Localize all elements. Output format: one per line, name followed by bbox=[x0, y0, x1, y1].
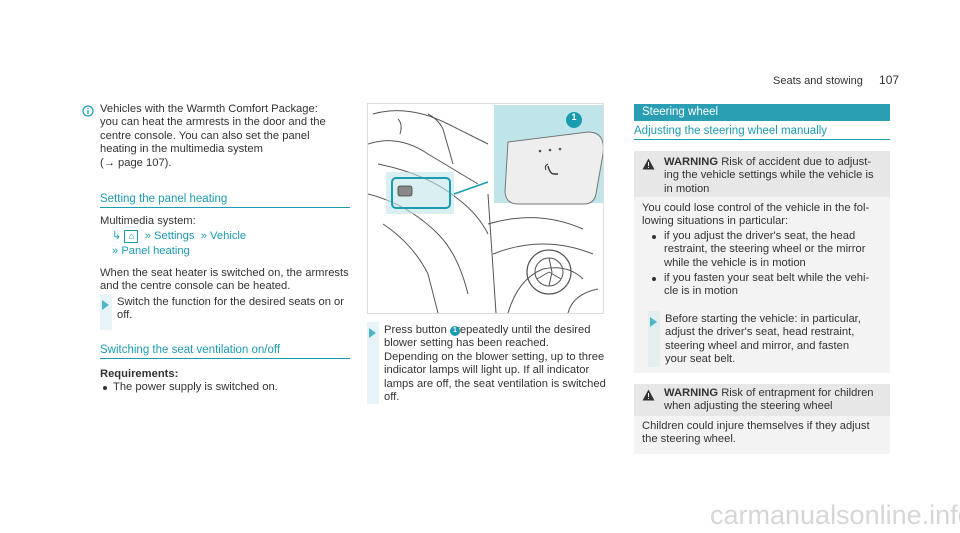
section-banner: Steering wheel bbox=[634, 104, 890, 121]
step-line: Depending on the blower setting, up to t… bbox=[384, 350, 605, 363]
bullet bbox=[652, 235, 656, 239]
intro-line: Vehicles with the Warmth Comfort Package… bbox=[100, 103, 318, 115]
watermark: carmanualsonline.info bbox=[710, 500, 960, 530]
warning-label: WARNING bbox=[664, 387, 719, 399]
warning-headline-line: WARNING Risk of entrapment for children bbox=[664, 387, 874, 400]
section-heading-steering: Adjusting the steering wheel manually bbox=[634, 125, 890, 140]
figure-callout-badge: 1 bbox=[571, 112, 577, 122]
chevron-right-icon: » bbox=[197, 230, 207, 242]
body-line: You could lose control of the vehicle in… bbox=[642, 202, 870, 214]
warning-headline: WARNING Risk of entrapment for children … bbox=[664, 387, 874, 414]
intro-line: you can heat the armrests in the door an… bbox=[100, 116, 326, 129]
figure-illustration bbox=[368, 105, 603, 313]
intro-text: Vehicles with the Warmth Comfort Package… bbox=[100, 103, 350, 170]
step-line: Switch the function for the desired seat… bbox=[117, 296, 344, 308]
step-line: Before starting the vehicle: in particul… bbox=[665, 313, 861, 325]
step-line: lamps are off, the seat ventilation is s… bbox=[384, 377, 606, 390]
step-bar bbox=[367, 322, 379, 404]
step-line: blower setting has been reached. bbox=[384, 337, 549, 350]
home-icon: ⌂ bbox=[124, 230, 139, 243]
warning-headline: WARNING Risk of accident due to adjust- … bbox=[664, 156, 874, 196]
bullet-line: if you fasten your seat belt while the v… bbox=[664, 272, 870, 284]
requirement-item: The power supply is switched on. bbox=[113, 381, 278, 393]
section-heading-ventilation: Switching the seat ventilation on/off bbox=[100, 344, 350, 359]
step-line: off. bbox=[117, 309, 133, 322]
body-line: lowing situations in particular: bbox=[642, 215, 789, 228]
step-line: adjust the driver's seat, head restraint… bbox=[665, 326, 855, 339]
nav-vehicle[interactable]: Vehicle bbox=[210, 230, 247, 242]
bullet-line: while the vehicle is in motion bbox=[664, 256, 806, 269]
multimedia-system-label: Multimedia system: bbox=[100, 215, 196, 227]
step-line: Press button repeatedly until the desire… bbox=[384, 324, 606, 337]
step-line: indicator lamps will light up. If all in… bbox=[384, 364, 590, 377]
door-panel-figure: 1 bbox=[367, 103, 604, 314]
warning-triangle-icon bbox=[642, 388, 655, 406]
warning-step: Before starting the vehicle: in particul… bbox=[665, 313, 861, 367]
step-line: your seat belt. bbox=[665, 353, 736, 366]
ventilation-step: Press button repeatedly until the desire… bbox=[384, 324, 606, 404]
warning-bullet-item: if you fasten your seat belt while the v… bbox=[664, 272, 869, 299]
intro-line: centre console. You can also set the pan… bbox=[100, 129, 310, 142]
nav-path: ↳ ⌂ » Settings » Vehicle bbox=[112, 230, 246, 243]
nav-panel-heating[interactable]: Panel heating bbox=[121, 245, 190, 257]
section-title: Seats and stowing bbox=[773, 75, 863, 87]
description-line: and the centre console can be heated. bbox=[100, 280, 291, 293]
warning-box-accident: WARNING Risk of accident due to adjust- … bbox=[634, 151, 890, 373]
return-arrow-icon: ↳ bbox=[112, 230, 122, 242]
panel-heating-step: Switch the function for the desired seat… bbox=[117, 296, 344, 323]
intro-line: heating in the multimedia system bbox=[100, 143, 263, 156]
page-reference-link[interactable]: (→ page 107). bbox=[100, 156, 172, 169]
description-line: When the seat heater is switched on, the… bbox=[100, 267, 349, 279]
bullet bbox=[103, 386, 107, 390]
warning-headline-line: WARNING Risk of accident due to adjust- bbox=[664, 156, 874, 169]
nav-path-2: » Panel heating bbox=[112, 245, 190, 258]
bullet-line: restraint, the steering wheel or the mir… bbox=[664, 243, 866, 256]
warning-header bbox=[634, 151, 890, 197]
banner-title: Steering wheel bbox=[642, 106, 719, 118]
step-arrow-icon bbox=[650, 314, 657, 332]
body-line: the steering wheel. bbox=[642, 433, 736, 446]
bullet bbox=[652, 277, 656, 281]
step-text: Press button repeatedly until the desire… bbox=[384, 324, 591, 336]
warning-headline-line: when adjusting the steering wheel bbox=[664, 400, 833, 413]
warning-headline-line: in motion bbox=[664, 182, 710, 195]
bullet-line: cle is in motion bbox=[664, 285, 738, 298]
warning-bullet-item: if you adjust the driver's seat, the hea… bbox=[664, 230, 865, 270]
warning-text: Risk of accident due to adjust- bbox=[721, 156, 872, 168]
running-header: Seats and stowing 107 bbox=[773, 73, 900, 88]
requirements-label: Requirements: bbox=[100, 368, 179, 380]
section-heading-panel-heating: Setting the panel heating bbox=[100, 193, 350, 208]
panel-heating-description: When the seat heater is switched on, the… bbox=[100, 267, 349, 294]
bullet-line: if you adjust the driver's seat, the hea… bbox=[664, 230, 856, 242]
step-line: steering wheel and mirror, and fasten bbox=[665, 339, 850, 352]
warning-body: You could lose control of the vehicle in… bbox=[642, 202, 869, 229]
nav-settings[interactable]: Settings bbox=[154, 230, 195, 242]
warning-headline-line: ing the vehicle settings while the vehic… bbox=[664, 169, 874, 182]
body-line: Children could injure themselves if they… bbox=[642, 420, 870, 432]
step-arrow-icon bbox=[102, 297, 109, 315]
warning-label: WARNING bbox=[664, 156, 719, 168]
warning-body: Children could injure themselves if they… bbox=[642, 420, 870, 447]
warning-triangle-icon bbox=[642, 157, 655, 175]
step-arrow-icon bbox=[369, 325, 376, 343]
step-line: off. bbox=[384, 391, 400, 404]
button-1-badge: 1 bbox=[450, 326, 460, 336]
warning-text: Risk of entrapment for children bbox=[721, 387, 874, 399]
warning-header bbox=[634, 384, 890, 416]
warning-box-entrapment: WARNING Risk of entrapment for children … bbox=[634, 384, 890, 454]
chevron-right-icon: » bbox=[141, 230, 151, 242]
chevron-right-icon: » bbox=[112, 245, 119, 257]
info-icon bbox=[82, 104, 94, 122]
page-number: 107 bbox=[879, 73, 900, 87]
